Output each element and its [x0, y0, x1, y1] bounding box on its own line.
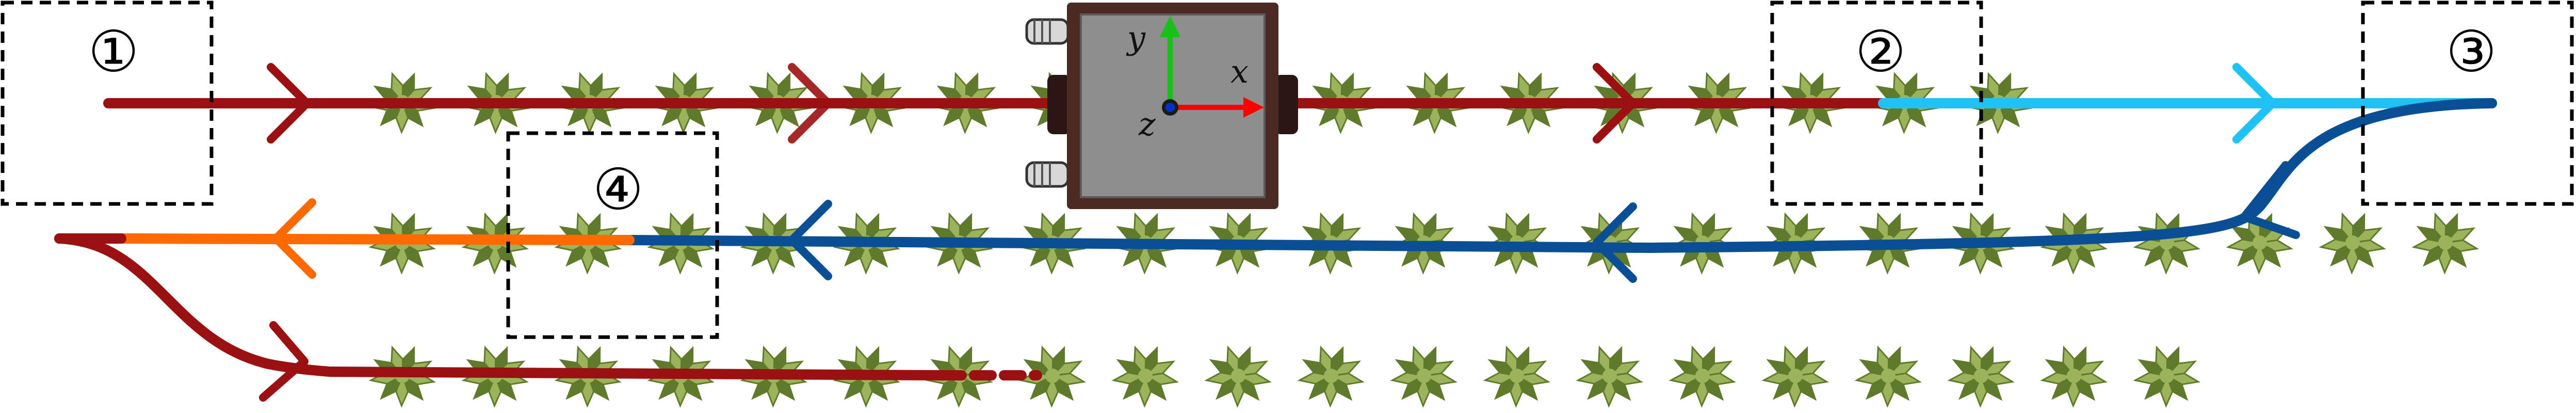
plant-icon [1483, 345, 1551, 408]
chevron-right-icon [2232, 63, 2277, 144]
chevron-left-icon [1593, 202, 1637, 283]
axis-z-origin-inner [1165, 103, 1175, 112]
path-turn-left [54, 233, 335, 377]
plant-icon [1947, 345, 2015, 408]
plant-icon [1390, 345, 1458, 408]
plant-icon [2319, 212, 2387, 275]
axis-x-label: x [1230, 53, 1249, 90]
region-4-label: ④ [593, 156, 644, 223]
path-row3-forward [325, 367, 949, 380]
plant-icon [2133, 345, 2201, 408]
plant-icon [1761, 212, 1829, 275]
plant-icon [2133, 212, 2201, 275]
plant-icon [368, 72, 436, 134]
region-3-label: ③ [2446, 19, 2497, 85]
chevron-left-icon [788, 200, 832, 280]
chevron-down-right-icon [259, 321, 309, 402]
plant-icon [1761, 345, 1829, 408]
chevron-right-icon [1593, 63, 1637, 144]
chevron-right-icon [788, 63, 832, 144]
path-turn-right [624, 98, 2497, 253]
plant-icon [1111, 345, 1179, 408]
chevron-down-left-icon [2240, 161, 2300, 239]
chevron-right-icon [267, 63, 311, 144]
chevron-left-icon [272, 198, 316, 279]
direction-chevrons [259, 63, 2300, 402]
region-1-label: ① [88, 19, 139, 85]
path-row2-orange [116, 233, 635, 245]
plant-icon [647, 212, 715, 275]
axis-y-label: y [1126, 19, 1146, 57]
plant-icon [1297, 345, 1365, 408]
robot-left-bumper [1047, 75, 1071, 134]
region-1: ① [1, 1, 214, 206]
axis-z-label: z [1138, 105, 1156, 143]
robot-right-bumper [1274, 75, 1298, 134]
region-2-label: ② [1855, 19, 1906, 85]
region-2: ② [1770, 1, 1983, 206]
axis-x-arrowhead [1243, 97, 1264, 118]
plant-icon [2411, 212, 2480, 275]
plant-icon [2040, 345, 2108, 408]
region-3: ③ [2361, 1, 2574, 206]
plant-icon [1576, 345, 1644, 408]
robot: x y z [1025, 3, 1298, 209]
plant-icon [1854, 345, 1922, 408]
plant-icon [1668, 345, 1737, 408]
plant-icon [1204, 345, 1272, 408]
axis-y-arrowhead [1160, 15, 1180, 37]
region-4: ④ [506, 131, 719, 339]
trajectory [54, 98, 2497, 380]
